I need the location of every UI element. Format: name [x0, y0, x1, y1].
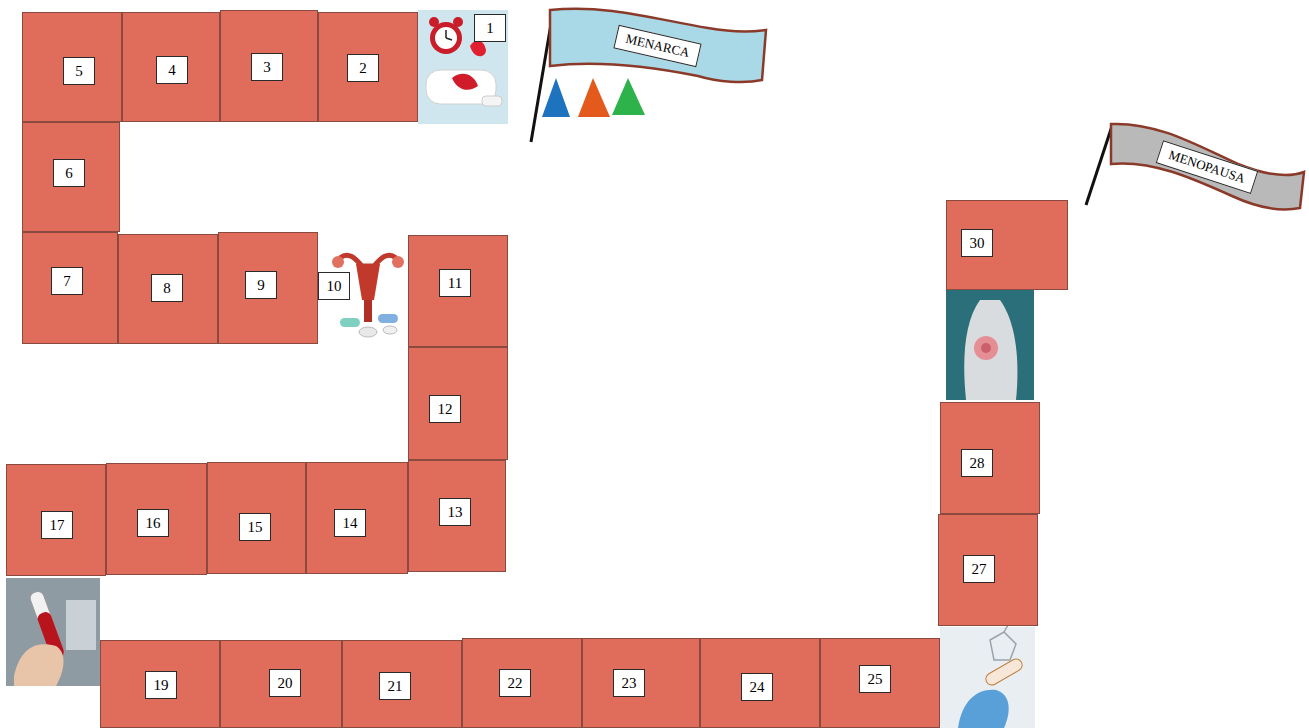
test-tube	[984, 657, 1025, 687]
clock-bell	[429, 17, 439, 27]
blood-mark	[452, 74, 478, 90]
square-number: 11	[439, 269, 471, 297]
picture-ground	[940, 627, 1035, 728]
pill	[378, 314, 398, 323]
board-square: 22	[462, 638, 582, 728]
hand-shape	[14, 644, 64, 686]
period-picture	[418, 10, 508, 124]
board-square: 30	[946, 200, 1068, 290]
square-number: 15	[239, 513, 271, 541]
board-square: 13	[408, 460, 506, 572]
board-square: 19	[100, 640, 220, 728]
board-square: 27	[938, 514, 1038, 626]
board-square: 17	[6, 464, 106, 576]
clock-bell	[453, 17, 463, 27]
clock-face	[435, 27, 457, 49]
square-number: 22	[499, 669, 531, 697]
square-number: 16	[137, 509, 169, 537]
bust-silhouette	[964, 300, 1017, 400]
picture-ground	[318, 236, 406, 344]
square-number: 17	[41, 511, 73, 539]
clock-hand	[446, 38, 452, 40]
ovary	[332, 256, 344, 268]
pill	[359, 327, 377, 337]
tampon-shape	[482, 96, 502, 106]
picture-ground	[418, 10, 508, 124]
game-piece	[542, 78, 570, 117]
gloved-hand	[958, 690, 1009, 728]
square-number: 5	[63, 57, 95, 85]
board-square: 20	[220, 640, 342, 728]
picture-ground	[6, 578, 100, 686]
square-number: 14	[334, 509, 366, 537]
game-piece	[612, 78, 645, 115]
board-square: 12	[408, 347, 508, 460]
square-number: 2	[347, 54, 379, 82]
flag-banner: MENOPAUSA	[1108, 120, 1306, 210]
board-square: 24	[700, 638, 820, 728]
picture-square: 10	[318, 236, 406, 344]
board-square: 6	[22, 122, 120, 232]
uterus-cervix	[364, 300, 372, 322]
square-number: 24	[741, 673, 773, 701]
blood-test-picture	[6, 578, 100, 686]
lab-test-picture	[940, 618, 1035, 728]
square-number: 13	[439, 498, 471, 526]
banner-shape	[550, 9, 766, 82]
board-square: 25	[820, 638, 940, 728]
square-number: 28	[961, 449, 993, 477]
square-number: 1	[474, 14, 506, 42]
board-square: 3	[220, 10, 318, 122]
square-number: 21	[379, 672, 411, 700]
square-number: 30	[961, 229, 993, 257]
square-number: 8	[151, 274, 183, 302]
board-square: 4	[122, 12, 220, 122]
pill	[340, 318, 360, 327]
flag-pole	[1086, 126, 1112, 205]
square-number: 20	[269, 669, 301, 697]
pill	[383, 326, 397, 334]
board-square: 8	[118, 234, 218, 344]
square-number: 9	[245, 271, 277, 299]
square-number: 19	[145, 671, 177, 699]
board-square: 7	[22, 232, 118, 344]
board-square: 15	[207, 462, 306, 574]
uterus-picture	[318, 236, 406, 344]
square-number: 23	[613, 669, 645, 697]
uterus-body	[356, 264, 380, 300]
square-number: 12	[429, 395, 461, 423]
picture-square: 1	[418, 10, 508, 124]
game-piece	[578, 78, 610, 117]
square-number: 4	[156, 56, 188, 84]
flag-banner: MENARCA	[548, 8, 768, 84]
board-square: 28	[940, 402, 1040, 514]
breast-tissue	[974, 336, 998, 360]
square-number: 10	[318, 272, 350, 300]
blood-drop	[470, 40, 486, 56]
breast-picture	[946, 290, 1034, 400]
breast-tissue	[981, 343, 991, 353]
clock-hand	[445, 30, 447, 38]
board-square: 23	[582, 638, 700, 728]
square-number: 25	[859, 665, 891, 693]
square-number: 7	[51, 267, 83, 295]
square-number: 6	[53, 159, 85, 187]
square-number: 27	[963, 555, 995, 583]
board-square: 11	[408, 235, 508, 347]
picture-ground	[946, 290, 1034, 400]
board-square: 2	[318, 12, 418, 122]
square-number: 3	[251, 53, 283, 81]
board-square: 9	[218, 232, 318, 344]
banner-shape	[1111, 124, 1304, 210]
board-square: 21	[342, 640, 462, 728]
ovary	[392, 256, 404, 268]
board-square: 16	[106, 463, 207, 575]
board-square: 5	[22, 12, 122, 122]
board-square: 14	[306, 462, 408, 574]
background-object	[66, 600, 96, 650]
